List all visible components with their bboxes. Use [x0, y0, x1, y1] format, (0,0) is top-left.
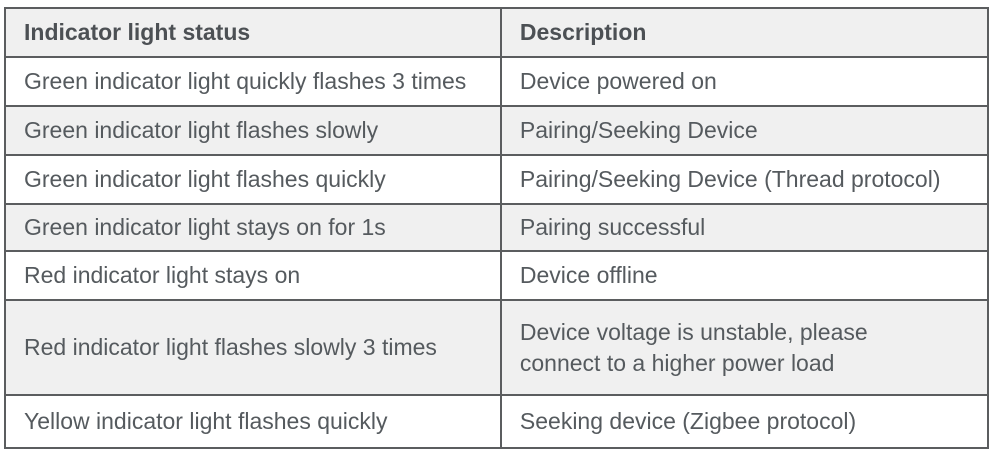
table-row: Green indicator light stays on for 1s Pa…	[4, 203, 990, 252]
description-cell: Pairing/Seeking Device	[499, 105, 990, 156]
status-cell: Green indicator light flashes quickly	[4, 154, 502, 205]
indicator-status-table: Indicator light status Description Green…	[4, 7, 990, 449]
status-cell: Green indicator light stays on for 1s	[4, 203, 502, 252]
description-cell: Device offline	[499, 250, 990, 301]
description-cell: Pairing/Seeking Device (Thread protocol)	[499, 154, 990, 205]
description-cell: Device voltage is unstable, please conne…	[499, 299, 990, 396]
status-cell: Yellow indicator light flashes quickly	[4, 394, 502, 449]
description-cell: Device powered on	[499, 56, 990, 107]
description-line-2: connect to a higher power load	[519, 349, 835, 376]
description-cell: Pairing successful	[499, 203, 990, 252]
table-row: Green indicator light flashes slowly Pai…	[4, 105, 990, 156]
status-cell: Green indicator light quickly flashes 3 …	[4, 56, 502, 107]
table-row: Yellow indicator light flashes quickly S…	[4, 394, 990, 449]
table-row: Red indicator light stays on Device offl…	[4, 250, 990, 301]
header-indicator-status: Indicator light status	[4, 7, 502, 58]
description-cell: Seeking device (Zigbee protocol)	[499, 394, 990, 449]
header-description: Description	[499, 7, 990, 58]
table-row: Red indicator light flashes slowly 3 tim…	[4, 299, 990, 396]
status-cell: Green indicator light flashes slowly	[4, 105, 502, 156]
table-row: Green indicator light quickly flashes 3 …	[4, 56, 990, 107]
status-cell: Red indicator light stays on	[4, 250, 502, 301]
table-row: Green indicator light flashes quickly Pa…	[4, 154, 990, 205]
status-cell: Red indicator light flashes slowly 3 tim…	[4, 299, 502, 396]
table-header-row: Indicator light status Description	[4, 7, 990, 58]
description-line-1: Device voltage is unstable, please	[519, 318, 868, 345]
